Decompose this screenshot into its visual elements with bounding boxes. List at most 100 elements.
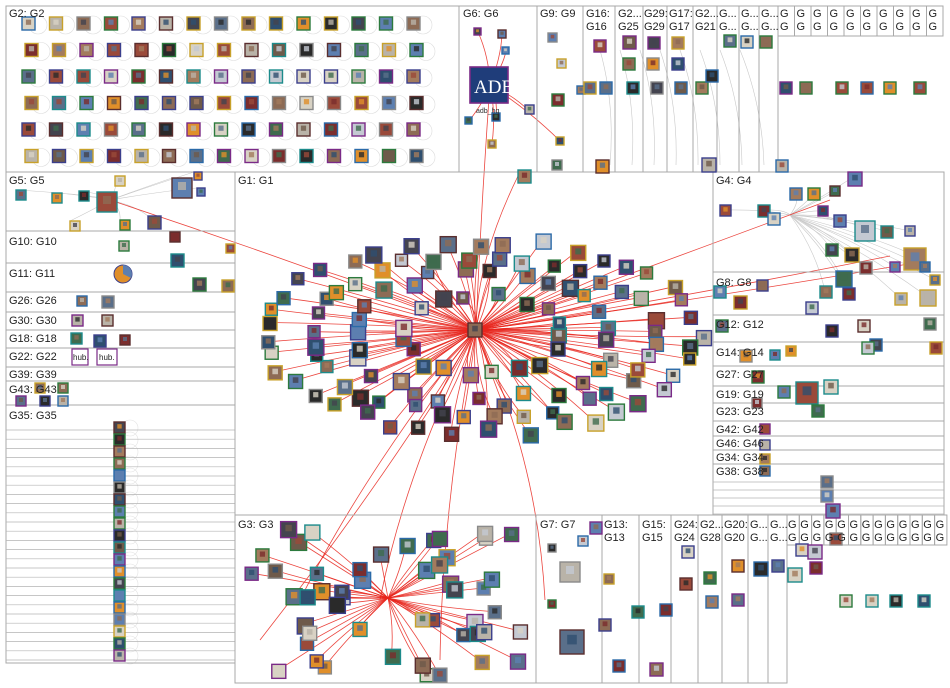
group-label-g46: G46: G46 [716, 438, 764, 450]
avatar-face [830, 246, 835, 251]
avatar-face [431, 616, 436, 621]
avatar-face [664, 606, 669, 611]
group-label-gsm2: G... [741, 8, 759, 20]
avatar-face [266, 338, 271, 343]
avatar-face [136, 126, 141, 131]
avatar-face [467, 118, 470, 121]
avatar-face [117, 460, 121, 464]
avatar-face [673, 283, 679, 289]
group-label-small-bottom: G [825, 519, 834, 531]
avatar-face [357, 625, 363, 631]
group-sublabel-g24: G24 [674, 532, 695, 544]
group-label-small-top: G [929, 8, 938, 20]
group-label-small-bottom: G [850, 519, 859, 531]
avatar-face [305, 593, 311, 599]
avatar-face [376, 399, 381, 404]
avatar-face [933, 277, 937, 281]
avatar-face [773, 352, 777, 356]
group-sublabel-gsm1: G... [719, 21, 737, 33]
avatar-face [546, 305, 551, 310]
avatar-face [117, 592, 121, 596]
avatar-face [246, 126, 251, 131]
avatar-face [421, 362, 427, 368]
avatar-face [627, 39, 632, 44]
avatar-face [359, 152, 364, 157]
avatar-face [325, 363, 330, 368]
avatar-face [676, 60, 681, 65]
avatar-face [117, 556, 121, 560]
group-sublabel-small-bottom: G [936, 532, 945, 544]
avatar-face [812, 548, 818, 554]
group-sublabel-gsm2: G... [741, 21, 759, 33]
group-sublabel-gsm3: G... [761, 21, 779, 33]
avatar-face [624, 263, 630, 269]
avatar-face [117, 448, 121, 452]
avatar-face [922, 597, 927, 602]
avatar-face [596, 365, 602, 371]
avatar-face [515, 657, 521, 663]
avatar-face [111, 152, 116, 157]
avatar-face [556, 391, 562, 397]
group-label-g13: G13: [604, 519, 628, 531]
avatar-face [492, 608, 497, 613]
avatar-face [173, 234, 177, 238]
group-label-g3: G3: G3 [238, 519, 273, 531]
avatar-face [356, 20, 361, 25]
group-sublabel-g25: G25 [618, 21, 639, 33]
avatar-face [555, 345, 561, 351]
avatar-face [80, 298, 84, 302]
group-label-g6: G6: G6 [463, 8, 498, 20]
avatar-face [196, 174, 199, 177]
group-sublabel-small-bottom: G [788, 532, 797, 544]
avatar-face [489, 368, 494, 373]
avatar-face [56, 99, 61, 104]
group-sublabel-small-bottom: G [825, 532, 834, 544]
avatar-face [841, 274, 847, 280]
avatar-face [501, 402, 507, 408]
avatar-face [273, 567, 279, 573]
avatar-face [496, 290, 501, 295]
avatar-face [365, 408, 371, 414]
avatar-face [579, 88, 582, 91]
avatar-face [588, 84, 593, 89]
avatar-face [556, 331, 562, 337]
avatar-face [613, 407, 619, 413]
group-label-small-bottom: G [862, 519, 871, 531]
avatar-face [558, 139, 561, 142]
avatar-face [784, 84, 789, 89]
group-sublabel-small-top: G [846, 21, 855, 33]
avatar-face [399, 257, 404, 262]
group-label-small-top: G [813, 8, 822, 20]
avatar-face [136, 73, 141, 78]
avatar-face [560, 61, 564, 65]
avatar-face [439, 410, 445, 416]
group-label-small-bottom: G [800, 519, 809, 531]
avatar-face [596, 308, 601, 313]
avatar-face [55, 195, 59, 199]
group-label-g39: G39: G39 [9, 369, 57, 381]
avatar-face [81, 126, 86, 131]
avatar-face [106, 298, 111, 303]
avatar-face [487, 267, 492, 272]
group-label-g10: G10: G10 [9, 236, 57, 248]
avatar-face [810, 304, 815, 309]
avatar-face [411, 345, 416, 350]
avatar-face [567, 635, 577, 645]
avatar-face [708, 574, 713, 579]
avatar-face [218, 126, 223, 131]
avatar-face [301, 126, 306, 131]
avatar-face [117, 580, 121, 584]
avatar-face [260, 552, 265, 557]
avatar-face [123, 222, 127, 226]
avatar-face [840, 84, 845, 89]
avatar-face [718, 288, 723, 293]
group-label-g18: G18: G18 [9, 333, 57, 345]
avatar-face [870, 597, 875, 602]
avatar-face [316, 309, 321, 314]
avatar-face [662, 385, 668, 391]
avatar-face [861, 225, 869, 233]
avatar-face [423, 566, 429, 572]
avatar-face [847, 290, 852, 295]
avatar-face [191, 73, 196, 78]
